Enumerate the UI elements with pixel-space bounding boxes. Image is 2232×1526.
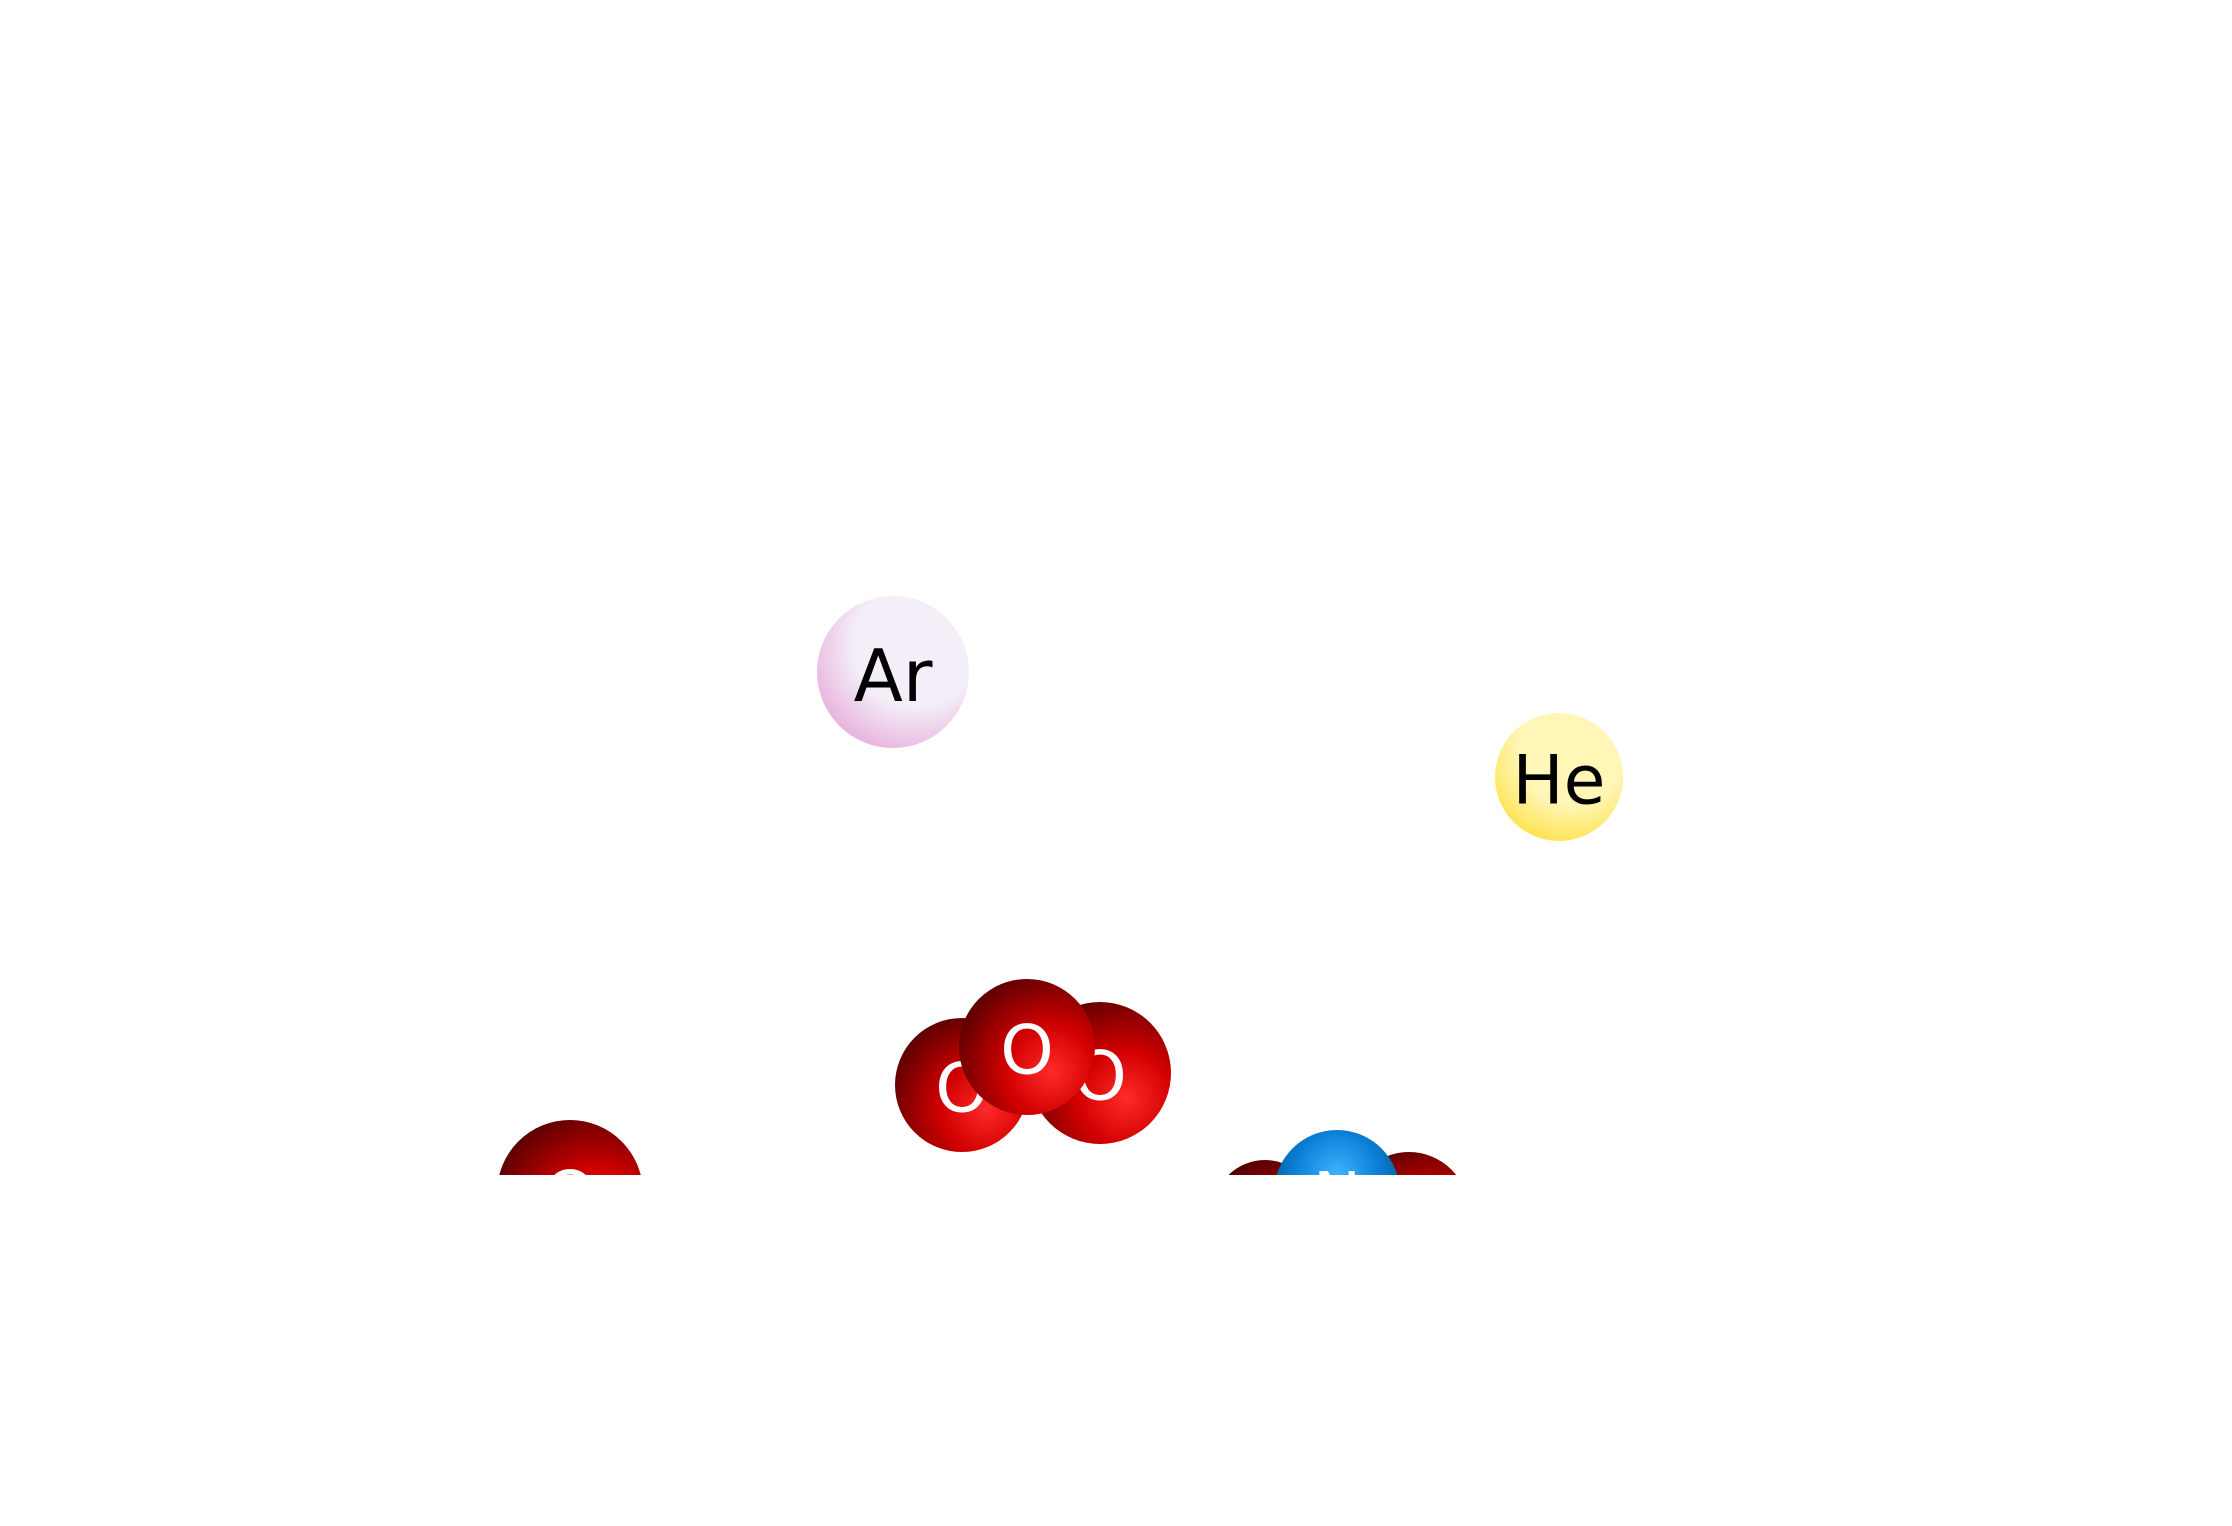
argon-label: Ar: [854, 634, 933, 718]
oxygen-sphere: [1228, 1160, 1302, 1175]
atom-he: He: [1495, 713, 1623, 841]
argon-sphere: [817, 596, 969, 748]
oxygen-sphere: [959, 979, 1095, 1115]
atom-o-center: O: [959, 979, 1095, 1115]
nitrogen-label: N: [1313, 1160, 1361, 1234]
atom-ar: Ar: [817, 596, 969, 748]
helium-sphere: [1495, 713, 1623, 841]
nitrogen-sphere: [1276, 1130, 1398, 1175]
atom-o-cut: O: [499, 1120, 641, 1237]
helium-label: He: [1513, 742, 1606, 821]
atom-o-cut-left: [1228, 1160, 1302, 1175]
oxygen-sphere: [499, 1120, 641, 1175]
oxygen-label: O: [1000, 1012, 1054, 1091]
oxygen-label: O: [543, 1158, 597, 1237]
atom-n-cut: N: [1276, 1130, 1398, 1234]
